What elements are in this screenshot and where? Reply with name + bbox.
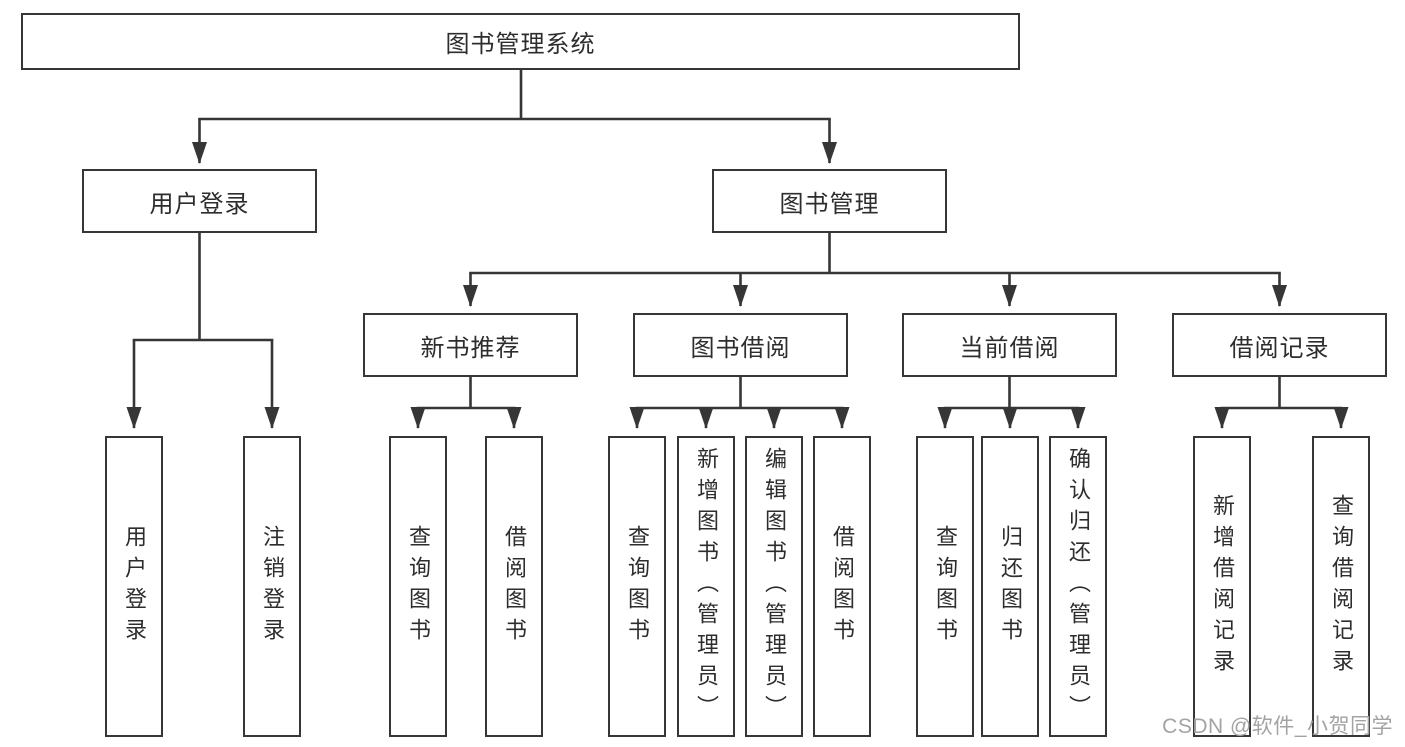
node-borrow-records: 借阅记录 bbox=[1172, 313, 1387, 377]
node-book-borrow: 图书借阅 bbox=[633, 313, 848, 377]
leaf-return-book: 归还图书 bbox=[981, 436, 1039, 737]
node-system-root: 图书管理系统 bbox=[21, 13, 1020, 70]
leaf-user-login: 用户登录 bbox=[105, 436, 163, 737]
leaf-query-books-current: 查询图书 bbox=[916, 436, 974, 737]
leaf-confirm-return-admin: 确认归还（管理员） bbox=[1049, 436, 1107, 737]
leaf-logout-login: 注销登录 bbox=[243, 436, 301, 737]
leaf-query-borrow-record: 查询借阅记录 bbox=[1312, 436, 1370, 737]
node-current-borrow: 当前借阅 bbox=[902, 313, 1117, 377]
leaf-borrow-books-borrow: 借阅图书 bbox=[813, 436, 871, 737]
leaf-edit-book-admin: 编辑图书（管理员） bbox=[745, 436, 803, 737]
node-book-management: 图书管理 bbox=[712, 169, 947, 233]
leaf-add-book-admin: 新增图书（管理员） bbox=[677, 436, 735, 737]
leaf-query-books-recommend: 查询图书 bbox=[389, 436, 447, 737]
node-new-book-recommend: 新书推荐 bbox=[363, 313, 578, 377]
leaf-query-books-borrow: 查询图书 bbox=[608, 436, 666, 737]
watermark: CSDN @软件_小贺同学 bbox=[1162, 715, 1393, 738]
node-user-login: 用户登录 bbox=[82, 169, 317, 233]
leaf-add-borrow-record: 新增借阅记录 bbox=[1193, 436, 1251, 737]
leaf-borrow-books-recommend: 借阅图书 bbox=[485, 436, 543, 737]
